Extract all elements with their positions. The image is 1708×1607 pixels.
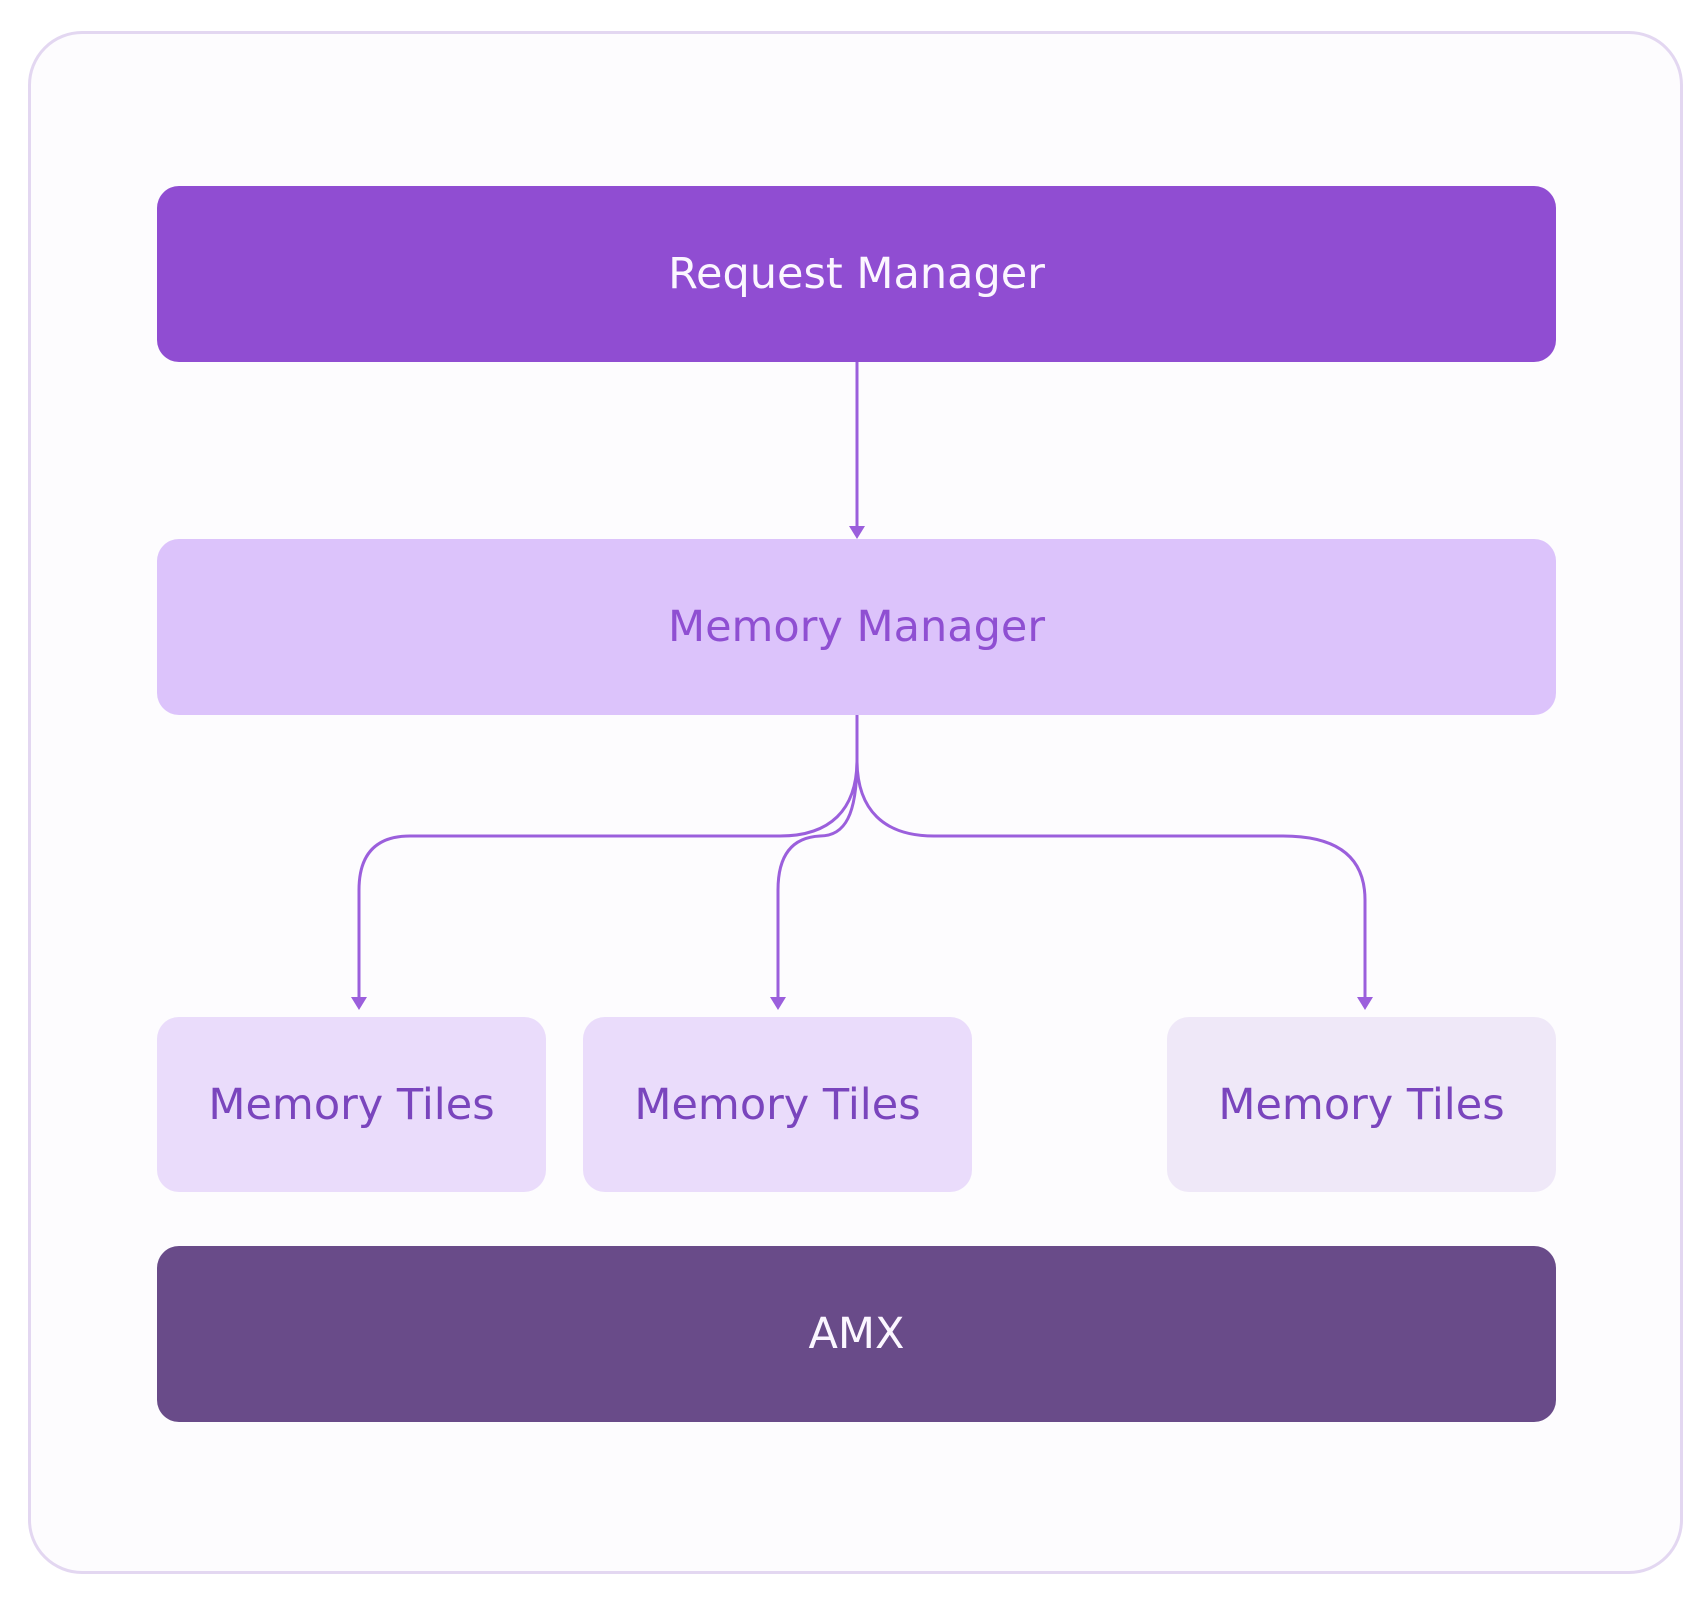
amx-node: AMX [157,1246,1556,1422]
memory-manager-label: Memory Manager [667,602,1046,652]
memory-tiles-node-2: Memory Tiles [583,1017,972,1192]
memory-tiles-label-1: Memory Tiles [208,1079,495,1130]
memory-tiles-node-3: Memory Tiles [1167,1017,1556,1192]
memory-tiles-label-3: Memory Tiles [1218,1079,1505,1130]
memory-tiles-label-2: Memory Tiles [634,1079,921,1130]
memory-tiles-node-1: Memory Tiles [157,1017,546,1192]
request-manager-node: Request Manager [157,186,1556,362]
memory-manager-node: Memory Manager [157,539,1556,715]
request-manager-label: Request Manager [668,249,1045,299]
amx-label: AMX [808,1309,905,1359]
